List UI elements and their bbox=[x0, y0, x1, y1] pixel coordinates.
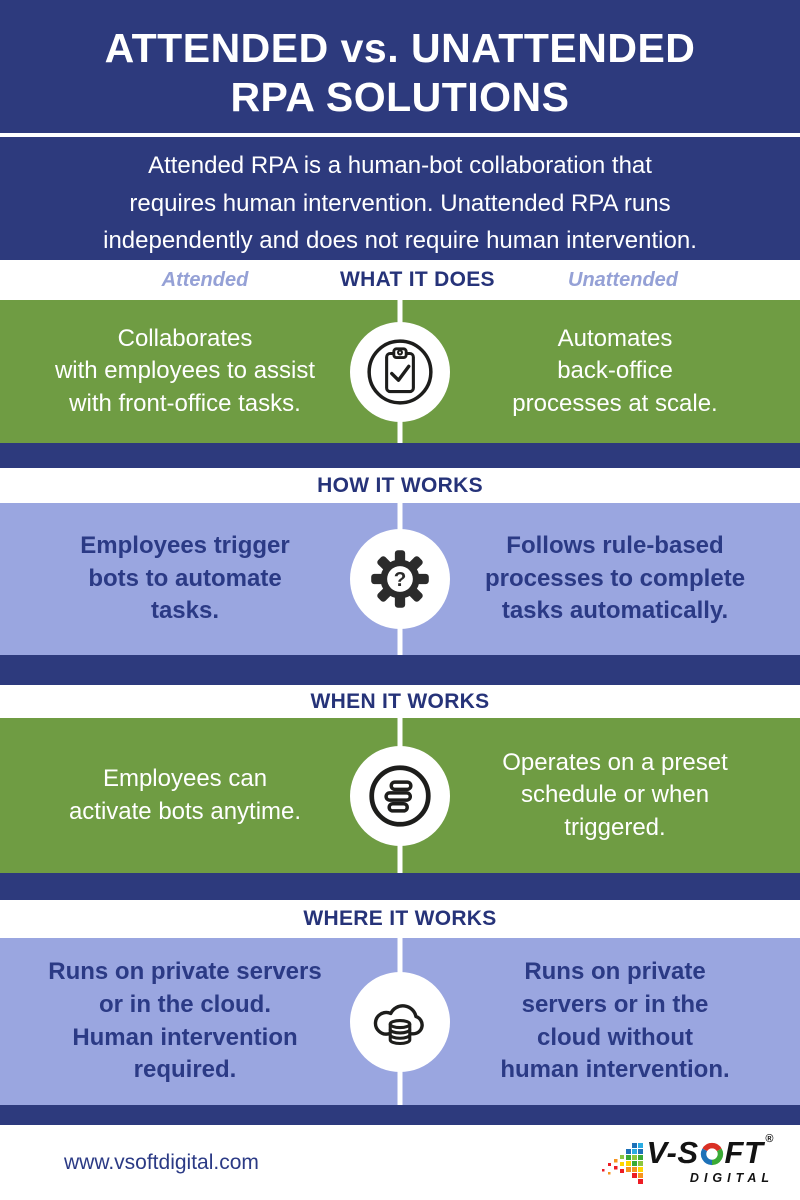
unattended-column-label: Unattended bbox=[568, 268, 678, 291]
section-title-how-it-works: HOW IT WORKS bbox=[317, 473, 483, 497]
cloud-database-icon bbox=[373, 1003, 424, 1045]
logo-o-icon bbox=[700, 1140, 724, 1166]
section-title-band: HOW IT WORKS bbox=[0, 468, 800, 503]
attended-cell: Employees can activate bots anytime. bbox=[0, 718, 340, 873]
icon-badge: ? bbox=[350, 529, 450, 629]
center-column: ? bbox=[340, 503, 460, 655]
section-how-it-works: Employees trigger bots to automate tasks… bbox=[0, 503, 800, 655]
website-link[interactable]: www.vsoftdigital.com bbox=[64, 1150, 259, 1174]
icon-badge bbox=[350, 971, 450, 1072]
unattended-cell: Automates back-office processes at scale… bbox=[460, 300, 800, 443]
attended-cell: Collaborates with employees to assist wi… bbox=[0, 300, 340, 443]
attended-text: Employees can activate bots anytime. bbox=[68, 764, 302, 825]
header: ATTENDED vs. UNATTENDED RPA SOLUTIONS At… bbox=[0, 0, 800, 260]
logo-wordmark: V-S FT® bbox=[646, 1132, 774, 1170]
section-divider bbox=[0, 1105, 800, 1125]
unattended-cell: Follows rule-based processes to complete… bbox=[460, 503, 800, 655]
center-column bbox=[340, 938, 460, 1105]
page-title: ATTENDED vs. UNATTENDED RPA SOLUTIONS bbox=[104, 25, 696, 121]
section-divider bbox=[0, 655, 800, 685]
unattended-text: Automates back-office processes at scale… bbox=[512, 324, 718, 417]
vsoft-logo: V-S FT® DIGITAL bbox=[598, 1132, 774, 1189]
logo-text-suffix: FT bbox=[724, 1134, 764, 1170]
registered-trademark: ® bbox=[765, 1132, 774, 1145]
center-column bbox=[340, 718, 460, 873]
unattended-text: Follows rule-based processes to complete… bbox=[484, 532, 746, 625]
svg-text:?: ? bbox=[394, 568, 407, 591]
unattended-cell: Runs on private servers or in the cloud … bbox=[460, 938, 800, 1105]
icon-badge bbox=[350, 321, 450, 422]
attended-cell: Runs on private servers or in the cloud.… bbox=[0, 938, 340, 1105]
column-labels-band: Attended WHAT IT DOES Unattended bbox=[0, 260, 800, 300]
intro-description: Attended RPA is a human-bot collaboratio… bbox=[103, 152, 697, 255]
task-list-icon bbox=[369, 764, 431, 827]
section-divider bbox=[0, 873, 800, 900]
section-title-band: WHERE IT WORKS bbox=[0, 900, 800, 938]
attended-text: Collaborates with employees to assist wi… bbox=[54, 324, 316, 417]
attended-text: Employees trigger bots to automate tasks… bbox=[80, 532, 290, 625]
attended-column-label: Attended bbox=[161, 268, 249, 291]
unattended-cell: Operates on a preset schedule or when tr… bbox=[460, 718, 800, 873]
logo-subtitle: DIGITAL bbox=[689, 1170, 774, 1185]
section-when-it-works: Employees can activate bots anytime. Ope… bbox=[0, 718, 800, 873]
attended-cell: Employees trigger bots to automate tasks… bbox=[0, 503, 340, 655]
gear-question-icon: ? bbox=[371, 550, 429, 608]
unattended-text: Operates on a preset schedule or when tr… bbox=[502, 748, 728, 841]
section-where-it-works: Runs on private servers or in the cloud.… bbox=[0, 938, 800, 1105]
logo-text-prefix: V-S bbox=[646, 1134, 699, 1170]
section-title-band: WHEN IT WORKS bbox=[0, 685, 800, 718]
section-title-when-it-works: WHEN IT WORKS bbox=[310, 689, 490, 713]
logo-text-block: V-S FT® DIGITAL bbox=[646, 1132, 774, 1185]
section-what-it-does: Collaborates with employees to assist wi… bbox=[0, 300, 800, 443]
attended-text: Runs on private servers or in the cloud.… bbox=[48, 958, 322, 1084]
icon-badge bbox=[350, 745, 450, 846]
logo-mosaic bbox=[602, 1142, 644, 1184]
center-column bbox=[340, 300, 460, 443]
footer: www.vsoftdigital.com bbox=[0, 1125, 800, 1200]
section-divider bbox=[0, 443, 800, 468]
section-title-where-it-works: WHERE IT WORKS bbox=[303, 907, 497, 930]
clipboard-check-icon bbox=[367, 338, 433, 405]
section-title-what-it-does: WHAT IT DOES bbox=[340, 268, 495, 291]
header-divider bbox=[0, 133, 800, 138]
unattended-text: Runs on private servers or in the cloud … bbox=[500, 958, 730, 1084]
